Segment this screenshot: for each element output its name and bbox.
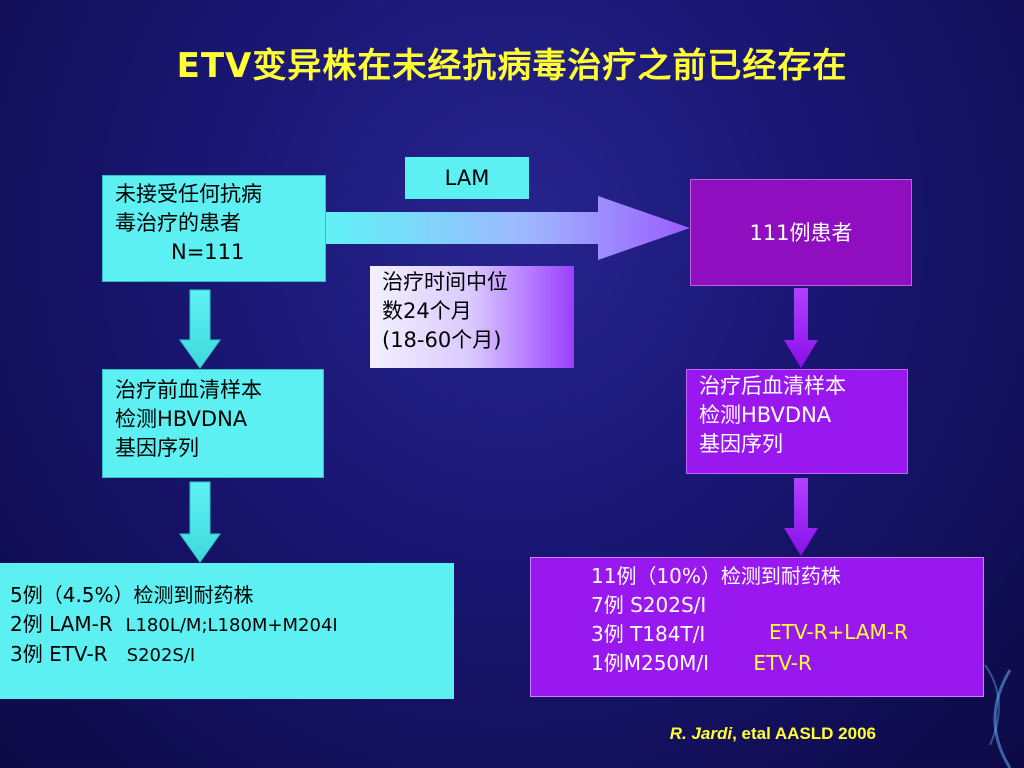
- duration-line3: (18-60个月): [382, 328, 502, 352]
- right-result-s202: 7例 S202S/I: [591, 593, 707, 617]
- duration-line2: 数24个月: [382, 299, 472, 323]
- main-right-arrow: [326, 196, 690, 260]
- treatment-duration-box: 治疗时间中位 数24个月 (18-60个月): [370, 266, 574, 368]
- post-test-line3: 基因序列: [699, 432, 783, 456]
- right-result-combined-note: ETV-R+LAM-R: [769, 620, 908, 644]
- post-test-line2: 检测HBVDNA: [699, 403, 832, 427]
- left-result-lam-detail: L180L/M;L180M+M204I: [125, 615, 338, 636]
- post-treatment-test-box: 治疗后血清样本 检测HBVDNA 基因序列: [686, 369, 908, 474]
- duration-line1: 治疗时间中位: [382, 270, 508, 294]
- slide-title: ETV变异株在未经抗病毒治疗之前已经存在: [176, 46, 848, 86]
- citation: R. Jardi, etal AASLD 2006: [670, 724, 876, 744]
- post-treatment-result-box: 11例（10%）检测到耐药株 7例 S202S/I ETV-R+LAM-R 3例…: [530, 557, 984, 697]
- pre-treatment-test-box: 治疗前血清样本 检测HBVDNA 基因序列: [102, 369, 324, 478]
- right-result-t184: 3例 T184T/I: [591, 622, 706, 646]
- post-test-line1: 治疗后血清样本: [699, 374, 846, 398]
- left-result-summary: 5例（4.5%）检测到耐药株: [10, 583, 254, 607]
- left-down-arrow-1: [179, 289, 221, 369]
- pre-test-line2: 检测HBVDNA: [115, 407, 248, 431]
- right-down-arrow-2: [784, 478, 818, 556]
- lam-label: LAM: [405, 157, 529, 199]
- pre-treatment-result-box: 5例（4.5%）检测到耐药株 2例 LAM-R L180L/M;L180M+M2…: [0, 563, 454, 699]
- right-result-summary: 11例（10%）检测到耐药株: [591, 564, 841, 588]
- pre-test-line3: 基因序列: [115, 436, 199, 460]
- patients-box: 111例患者: [690, 179, 912, 286]
- left-down-arrow-2: [179, 481, 221, 563]
- right-result-etv-note: ETV-R: [753, 651, 812, 675]
- right-result-m250: 1例M250M/I: [591, 651, 710, 675]
- untreated-line1: 未接受任何抗病: [115, 182, 262, 206]
- citation-author: R. Jardi: [669, 724, 733, 743]
- left-result-etv: 3例 ETV-R: [10, 642, 108, 666]
- pre-test-line1: 治疗前血清样本: [115, 378, 262, 402]
- citation-source: , etal AASLD 2006: [732, 724, 876, 743]
- left-result-lam: 2例 LAM-R: [10, 612, 113, 636]
- untreated-patients-box: 未接受任何抗病 毒治疗的患者 N=111: [102, 175, 326, 282]
- right-down-arrow-1: [784, 288, 818, 368]
- untreated-line2: 毒治疗的患者: [115, 211, 241, 235]
- untreated-count: N=111: [171, 240, 245, 264]
- left-result-etv-detail: S202S/I: [126, 645, 196, 666]
